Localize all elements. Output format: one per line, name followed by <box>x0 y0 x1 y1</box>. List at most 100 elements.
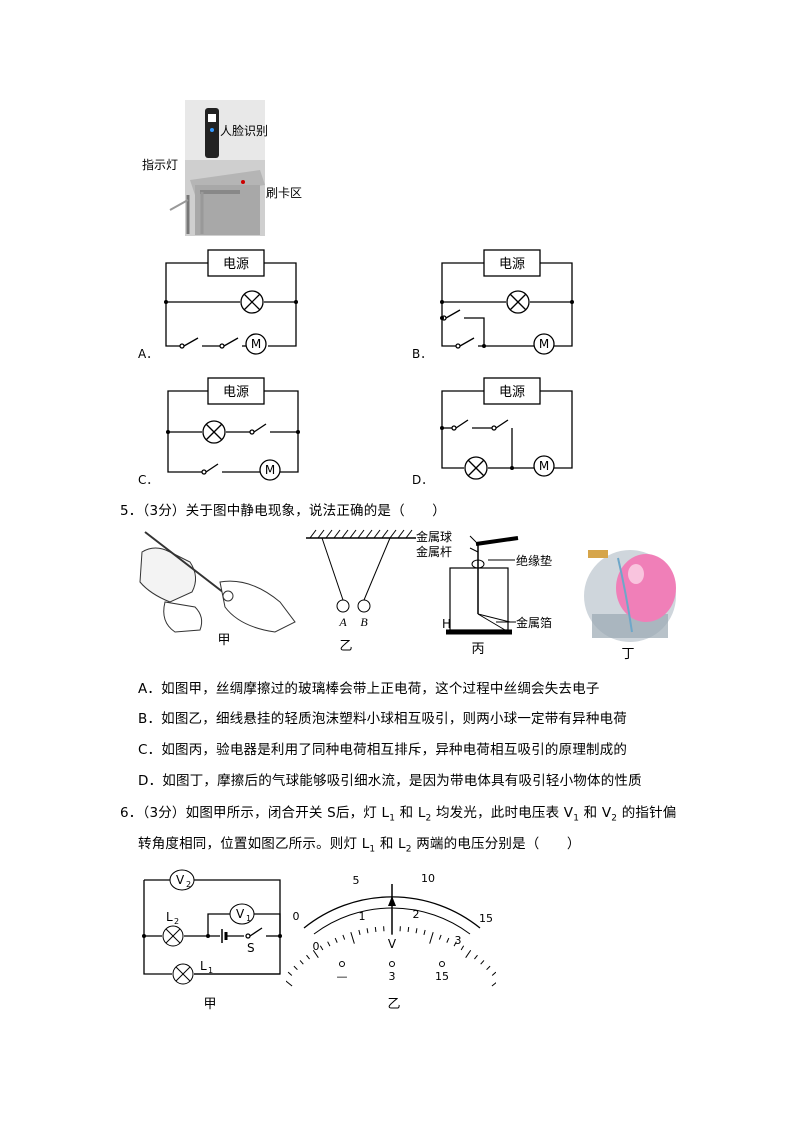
motor-a: M <box>251 337 261 351</box>
power-label-c: 电源 <box>223 385 249 400</box>
meter-tick <box>287 971 293 976</box>
meter-tick <box>446 937 450 943</box>
l2-label: L <box>166 910 173 924</box>
meter-unit: V <box>388 937 397 951</box>
meter-tick <box>306 954 310 960</box>
meter-tick <box>293 965 298 971</box>
meter-tick <box>327 941 331 947</box>
fig-yi: A B <box>306 529 416 629</box>
label-metal-foil: 金属箔 <box>516 615 552 630</box>
terminal-15: 15 <box>435 970 449 983</box>
v2-label: V <box>176 873 185 887</box>
q6-sub-2c: 2 <box>405 844 412 855</box>
q6-stem-line1: 6．（3分）如图甲所示，闭合开关 S后，灯 L1 和 L2 均发光，此时电压表 … <box>120 801 677 824</box>
meter-tick <box>312 949 319 958</box>
meter-tick <box>374 926 377 933</box>
terminal-3: 3 <box>389 970 396 983</box>
fig-jia <box>139 531 296 633</box>
q6-stem-l1e: 的指针偏 <box>617 805 677 821</box>
meter-tick <box>491 971 496 976</box>
q6-stem-line2: 转角度相同，位置如图乙所示。则灯 L1 和 L2 两端的电压分别是（ ） <box>138 832 581 855</box>
turnstile-illustration <box>169 100 265 236</box>
q6-stem-l1a: 6．（3分）如图甲所示，闭合开关 S后，灯 L <box>120 805 390 821</box>
meter-tick <box>438 934 442 940</box>
q6-stem-l2c: 两端的电压分别是（ ） <box>411 836 581 852</box>
option-a-label: A． <box>138 347 158 361</box>
label-metal-rod: 金属杆 <box>416 544 452 559</box>
outer-tick-10: 10 <box>421 872 435 885</box>
q6-stem-l2a: 转角度相同，位置如图乙所示。则灯 L <box>138 836 370 852</box>
inner-tick-1: 1 <box>359 910 366 923</box>
caption-ding: 丁 <box>621 647 634 662</box>
label-insulator: 绝缘垫 <box>516 553 552 568</box>
inner-tick-3: 3 <box>455 934 462 947</box>
meter-tick <box>429 932 434 944</box>
switch-s-label: S <box>247 941 255 955</box>
q6-sub-2b: 2 <box>611 813 618 824</box>
option-b-label: B． <box>412 347 432 361</box>
meter-tick <box>350 932 355 944</box>
q6-stem-l1d: 和 V <box>579 805 612 821</box>
meter-tick <box>465 949 472 958</box>
motor-d: M <box>539 459 549 473</box>
motor-b: M <box>539 337 549 351</box>
outer-tick-5: 5 <box>353 874 360 887</box>
v1-label: V <box>236 907 245 921</box>
power-label-a: 电源 <box>223 257 249 272</box>
ball-b-label: B <box>360 615 368 629</box>
fig-bing <box>446 535 519 635</box>
meter-tick <box>358 929 361 935</box>
q6-sub-1c: 1 <box>369 844 376 855</box>
caption-jia: 甲 <box>217 633 230 648</box>
option-c-label: C． <box>138 473 158 487</box>
outer-tick-15: 15 <box>479 912 493 925</box>
inner-tick-0: 0 <box>313 940 320 953</box>
q6-stem-l1b: 和 L <box>395 805 426 821</box>
option-d-label: D． <box>412 473 433 487</box>
meter-tick <box>342 934 346 940</box>
meter-tick <box>480 960 485 965</box>
caption-yi-meter: 乙 <box>387 997 400 1012</box>
motor-c: M <box>265 463 275 477</box>
meter-tick <box>299 960 304 965</box>
q5-figures: 甲 A B 乙 金属球 金属杆 绝缘垫 金属箔 H 丙 <box>139 529 676 662</box>
label-face-recognition: 人脸识别 <box>220 124 269 138</box>
q5-choice-a: A．如图甲，丝绸摩擦过的玻璃棒会带上正电荷，这个过程中丝绸会失去电子 <box>138 681 600 697</box>
fig-ding <box>584 550 676 642</box>
l2-sub: 2 <box>174 917 179 926</box>
q6-stem-l2b: 和 L <box>375 836 406 852</box>
power-label-d: 电源 <box>499 385 525 400</box>
caption-bing: 丙 <box>471 642 484 657</box>
q6-stem-l1c: 均发光，此时电压表 V <box>431 805 574 821</box>
l1-label: L <box>200 959 207 973</box>
turnstile-photo: 人脸识别 指示灯 刷卡区 <box>140 100 310 236</box>
q5-choice-d: D．如图丁，摩擦后的气球能够吸引细水流，是因为带电体具有吸引轻小物体的性质 <box>138 773 642 789</box>
terminal-neg: — <box>337 970 348 983</box>
power-label-b: 电源 <box>499 257 525 272</box>
l1-sub: 1 <box>208 966 213 975</box>
meter-tick <box>415 928 418 934</box>
label-card-area: 刷卡区 <box>266 186 303 200</box>
meter-tick <box>407 926 410 933</box>
q4-circuits: 电源 电源 电源 电源 M M M M A． B． C． D． <box>138 249 574 487</box>
label-indicator-light: 指示灯 <box>142 158 179 172</box>
meter-tick <box>486 965 491 971</box>
v2-sub: 2 <box>186 880 191 889</box>
q5-stem: 5．（3分）关于图中静电现象，说法正确的是（ ） <box>120 503 446 519</box>
q5-choice-b: B．如图乙，细线悬挂的轻质泡沫塑料小球相互吸引，则两小球一定带有异种电荷 <box>138 711 627 727</box>
meter-tick <box>366 928 369 934</box>
label-metal-ball: 金属球 <box>416 529 452 544</box>
q6-sub-2a: 2 <box>425 813 432 824</box>
inner-tick-2: 2 <box>413 908 420 921</box>
meter-tick <box>474 954 478 960</box>
meter-tick <box>334 937 338 943</box>
outer-tick-0: 0 <box>293 910 300 923</box>
ball-a-label: A <box>338 615 347 629</box>
meter-tick <box>453 941 457 947</box>
q6-sub-1b: 1 <box>573 813 580 824</box>
meter-tick <box>423 929 426 935</box>
meter-tick <box>286 980 293 987</box>
v1-sub: 1 <box>246 914 251 923</box>
meter-tick <box>491 982 496 987</box>
